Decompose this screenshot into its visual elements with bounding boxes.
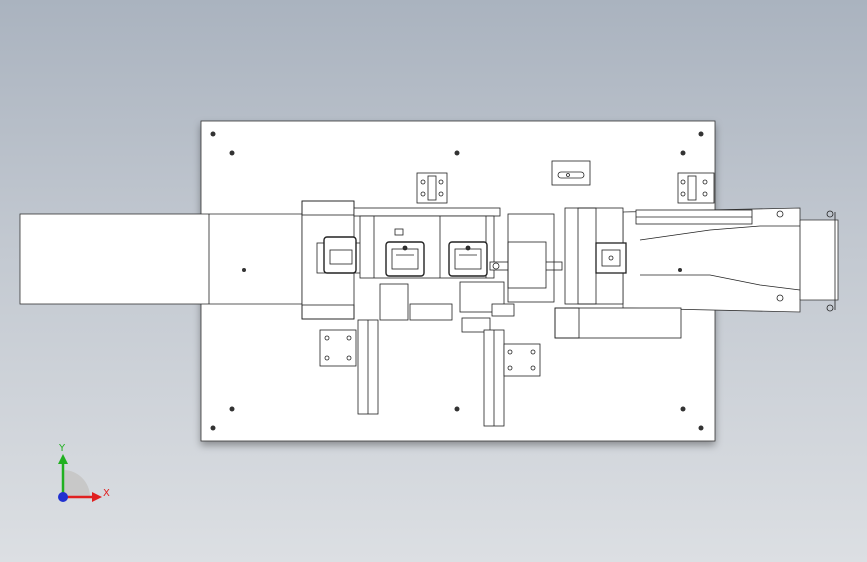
top-bracket-right[interactable]	[677, 172, 715, 204]
right-slide-rail[interactable]	[622, 207, 839, 313]
top-bracket-left[interactable]	[416, 172, 448, 204]
coordinate-triad[interactable]	[58, 454, 102, 502]
mounting-holes	[210, 131, 704, 431]
x-axis-label: X	[103, 488, 110, 499]
right-fixture-block[interactable]	[554, 207, 682, 339]
z-axis-dot	[58, 492, 68, 502]
lower-cylinder-right[interactable]	[459, 281, 541, 427]
top-bracket-slot[interactable]	[551, 160, 591, 186]
clamp-unit-2[interactable]	[448, 241, 488, 277]
clamp-unit-1[interactable]	[385, 228, 425, 277]
y-axis-label: Y	[59, 443, 66, 454]
left-fixture-block[interactable]	[301, 200, 362, 320]
lower-cylinder-left[interactable]	[319, 283, 453, 415]
center-shaft[interactable]	[489, 213, 563, 303]
left-conveyor[interactable]	[19, 213, 303, 305]
